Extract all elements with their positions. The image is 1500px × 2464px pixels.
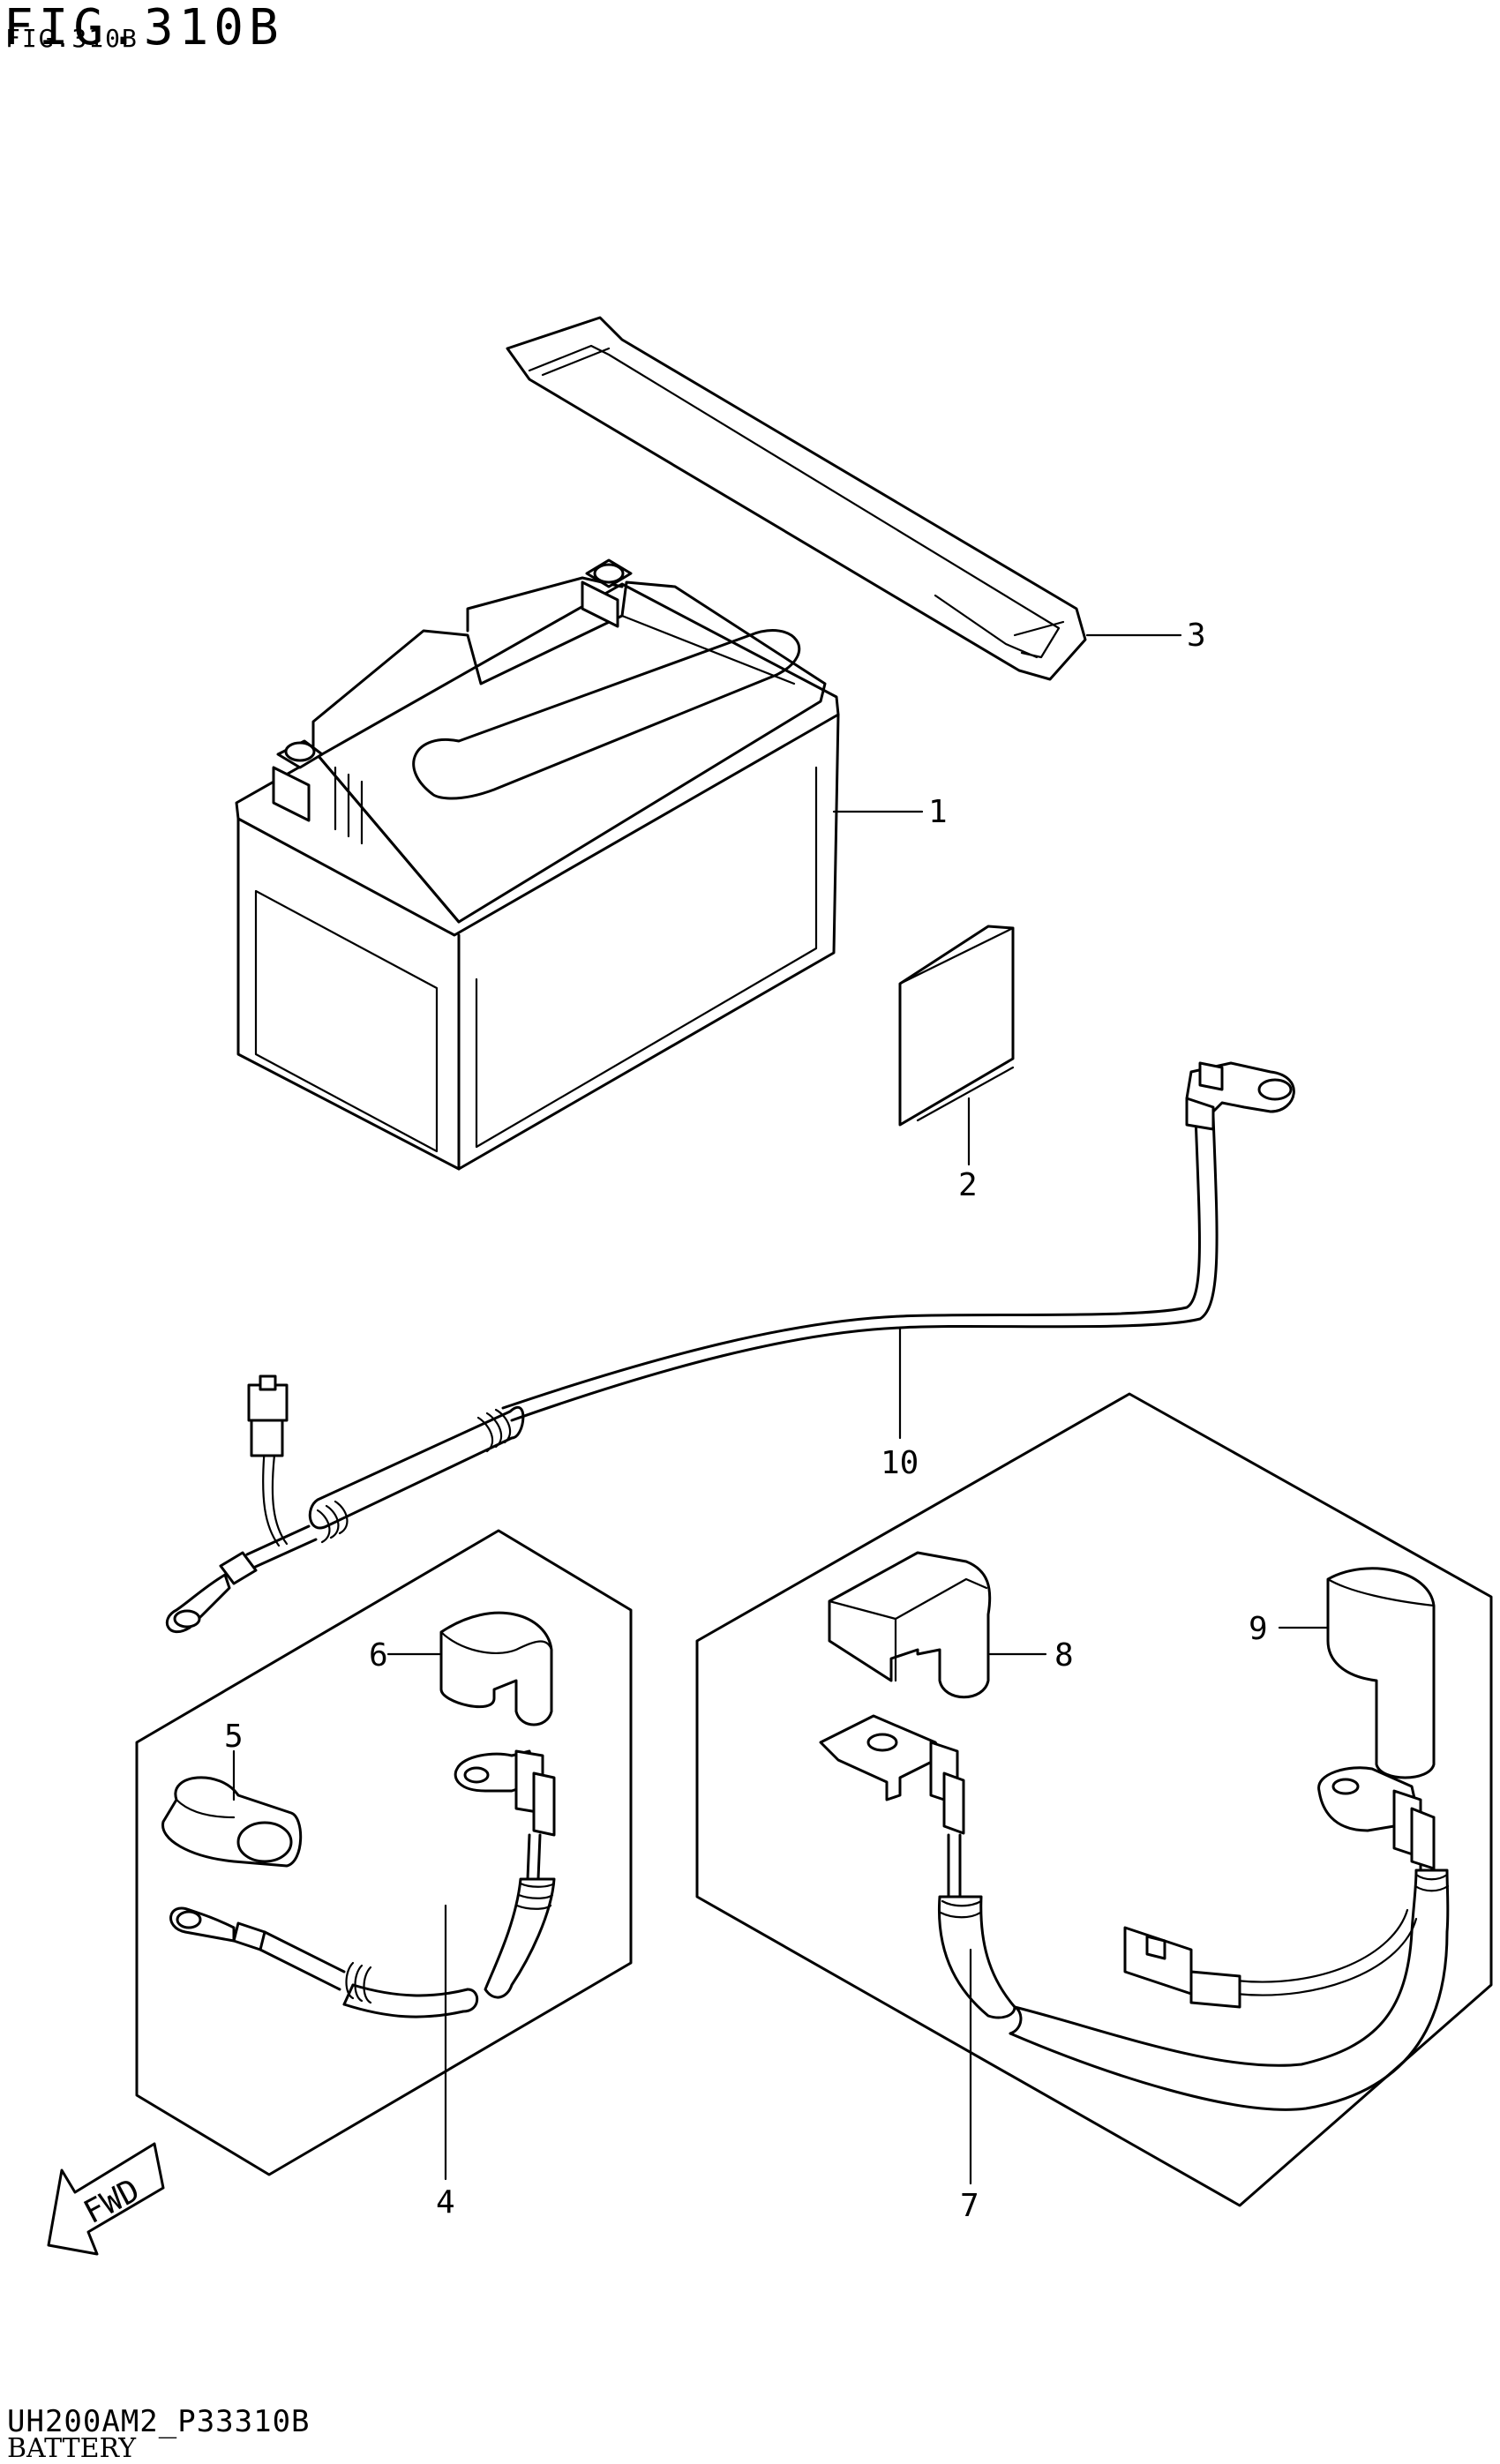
- fwd-label: FWD: [78, 2172, 146, 2231]
- part-6-cap: [439, 1611, 553, 1726]
- fwd-arrow-icon: FWD: [47, 2142, 165, 2256]
- callout-8: 8: [1054, 1637, 1074, 1674]
- figure-title: FIG.310B: [4, 0, 284, 56]
- drawing-code: UH200AM2_P33310B: [7, 2404, 311, 2439]
- callout-4: 4: [436, 2184, 455, 2221]
- callout-1: 1: [928, 794, 948, 830]
- callout-9: 9: [1249, 1611, 1268, 1647]
- part-7-kit-outline: [695, 1392, 1493, 2207]
- callout-10: 10: [881, 1445, 919, 1481]
- part-10-cable: [165, 1061, 1295, 1634]
- part-3-battery-band: [506, 316, 1087, 681]
- callout-2: 2: [958, 1167, 978, 1203]
- part-4-kit-outline: [135, 1529, 633, 2176]
- figure-title-overlay: FIG.310B: [5, 24, 139, 53]
- part-7-cable: [819, 1714, 1450, 2111]
- part-8-cover: [828, 1551, 992, 1699]
- part-1-battery: [235, 558, 840, 1171]
- part-4-cable: [169, 1749, 556, 2018]
- callout-7: 7: [960, 2188, 979, 2224]
- part-5-terminal-cover: [161, 1776, 303, 1868]
- callout-6: 6: [369, 1637, 388, 1674]
- part-2-label: [898, 925, 1015, 1127]
- part-9-cap: [1326, 1567, 1436, 1779]
- diagram-caption: BATTERY: [7, 2433, 137, 2464]
- callout-5: 5: [224, 1719, 244, 1755]
- callout-3: 3: [1187, 618, 1206, 654]
